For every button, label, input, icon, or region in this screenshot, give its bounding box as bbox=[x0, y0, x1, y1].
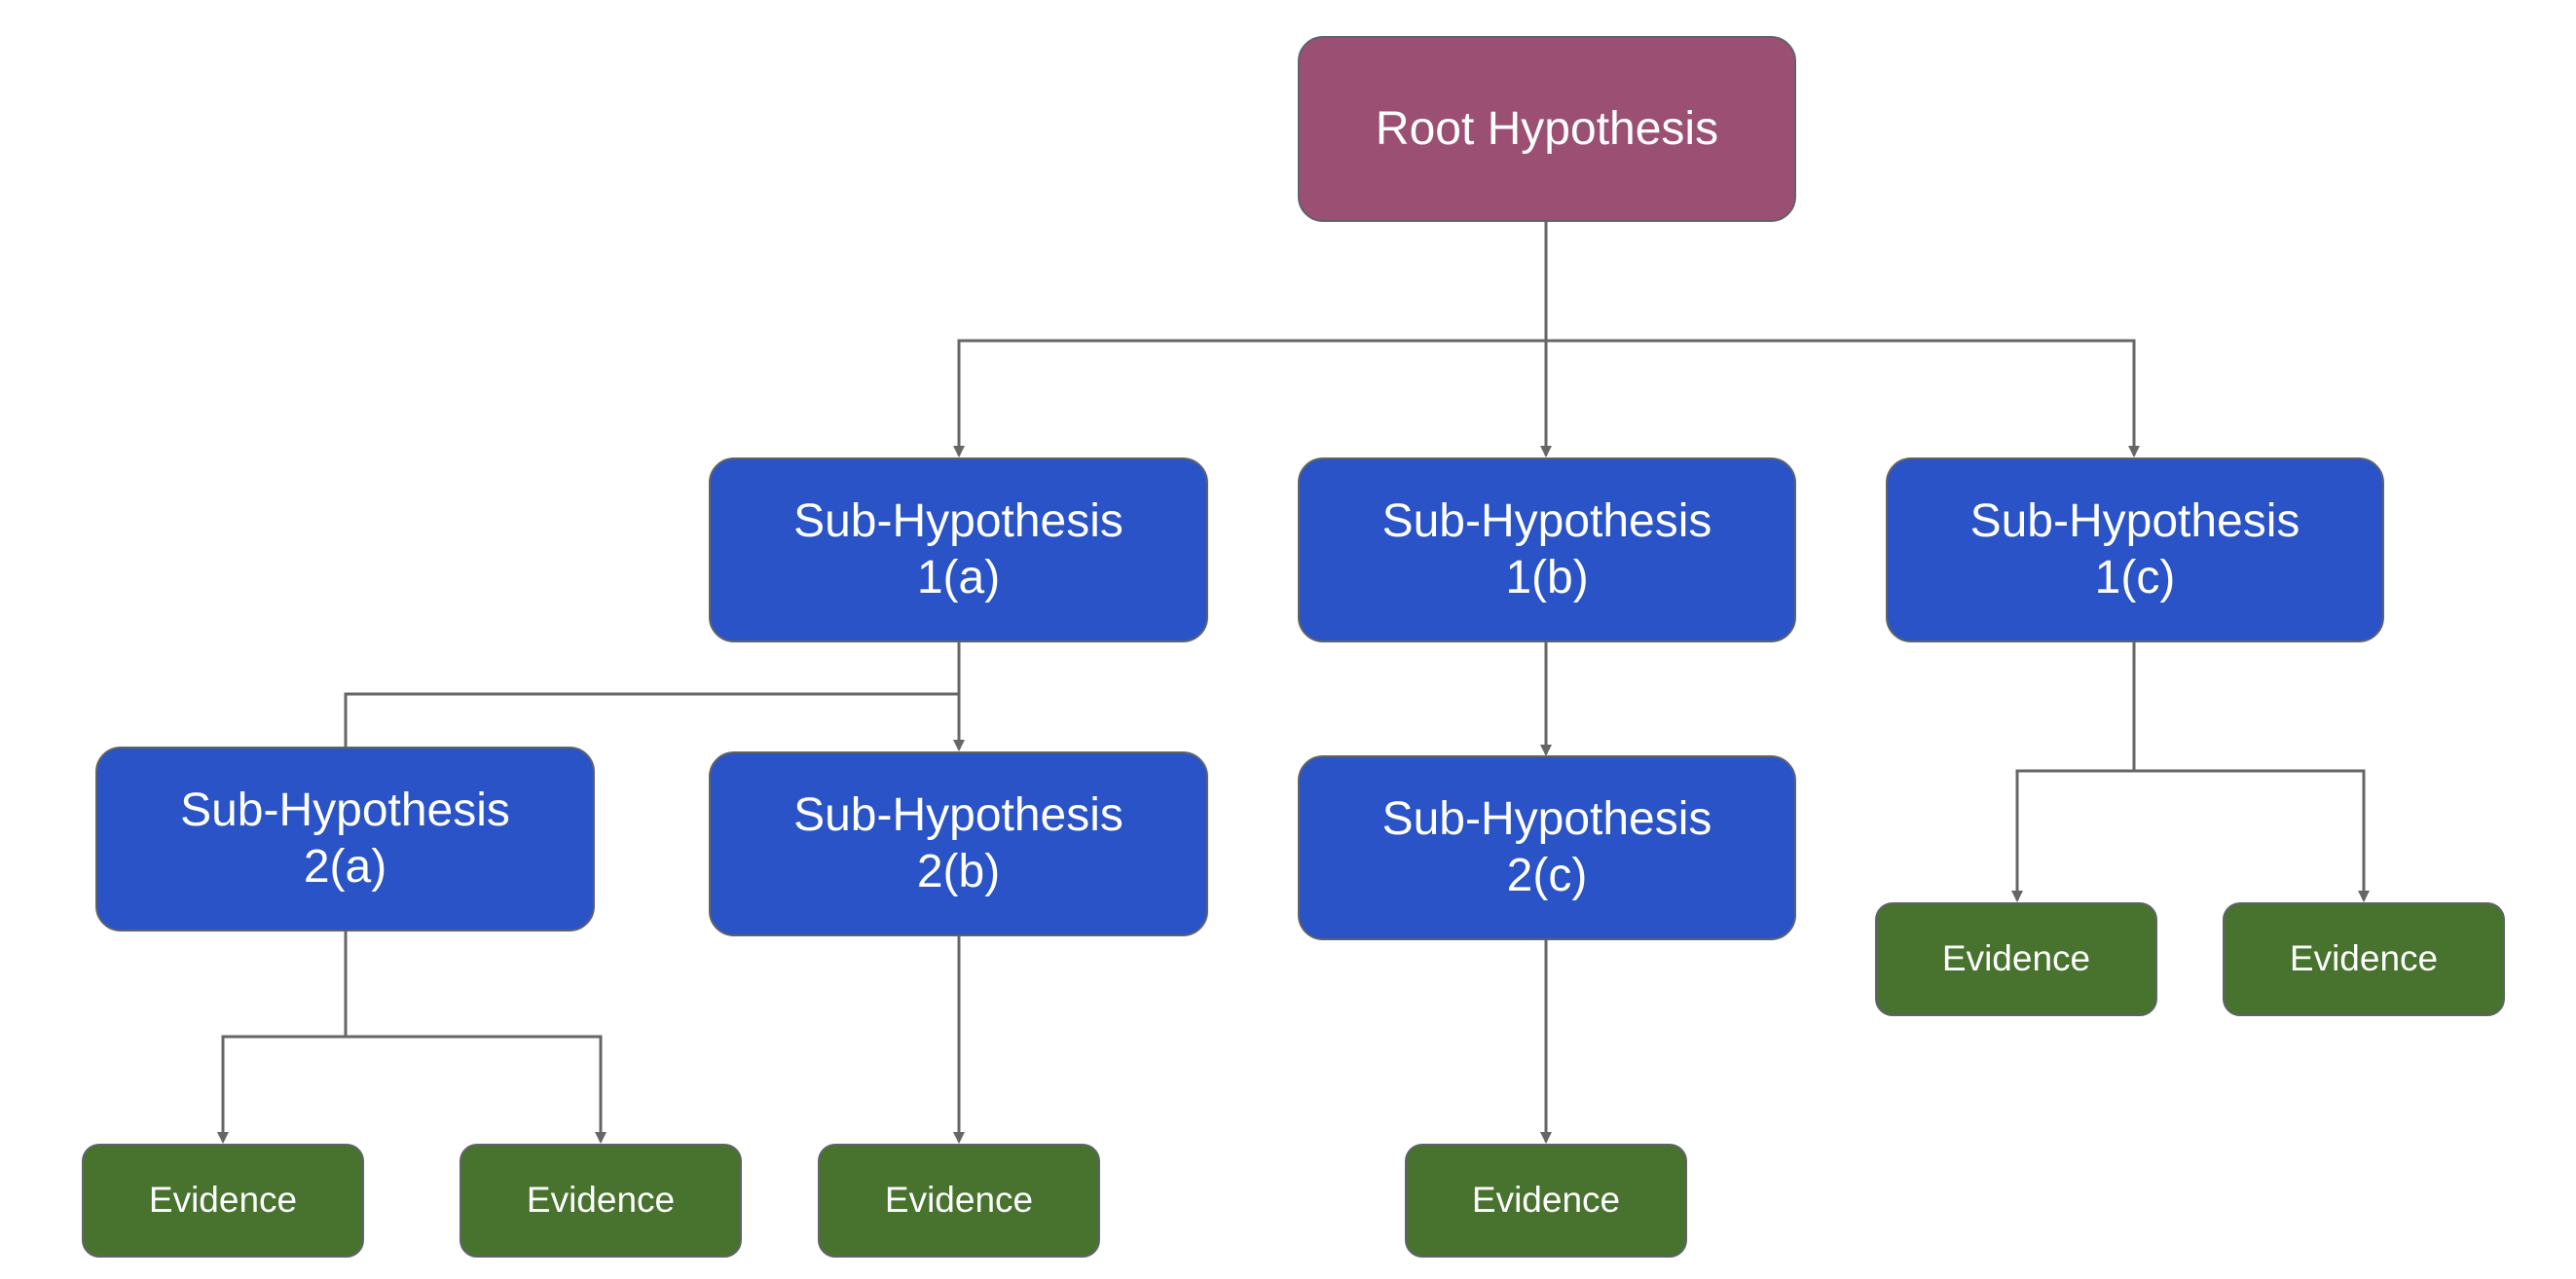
connector-1c-to-evidence-e bbox=[2011, 642, 2136, 902]
evidence-node[interactable]: Evidence bbox=[1875, 902, 2157, 1016]
connector-root-to-1c bbox=[1546, 339, 2140, 457]
connector-2a-to-evidence-a bbox=[217, 932, 348, 1144]
evidence-node[interactable]: Evidence bbox=[1405, 1144, 1687, 1258]
connector-1c-to-evidence-f bbox=[2134, 769, 2370, 902]
connector-root-to-1a bbox=[953, 222, 1548, 457]
sub-hypothesis-2c-node[interactable]: Sub-Hypothesis 2(c) bbox=[1298, 755, 1796, 940]
sub-hypothesis-2b-node[interactable]: Sub-Hypothesis 2(b) bbox=[709, 751, 1208, 936]
evidence-node[interactable]: Evidence bbox=[818, 1144, 1100, 1258]
root-hypothesis-node[interactable]: Root Hypothesis bbox=[1298, 36, 1796, 222]
connector-1a-to-2a bbox=[344, 642, 961, 747]
sub-hypothesis-2a-node[interactable]: Sub-Hypothesis 2(a) bbox=[95, 747, 595, 932]
evidence-node[interactable]: Evidence bbox=[2223, 902, 2505, 1016]
connector-2a-to-evidence-b bbox=[346, 1035, 607, 1144]
sub-hypothesis-1c-node[interactable]: Sub-Hypothesis 1(c) bbox=[1886, 457, 2384, 642]
evidence-node[interactable]: Evidence bbox=[460, 1144, 742, 1258]
sub-hypothesis-1b-node[interactable]: Sub-Hypothesis 1(b) bbox=[1298, 457, 1796, 642]
sub-hypothesis-1a-node[interactable]: Sub-Hypothesis 1(a) bbox=[709, 457, 1208, 642]
evidence-node[interactable]: Evidence bbox=[82, 1144, 364, 1258]
